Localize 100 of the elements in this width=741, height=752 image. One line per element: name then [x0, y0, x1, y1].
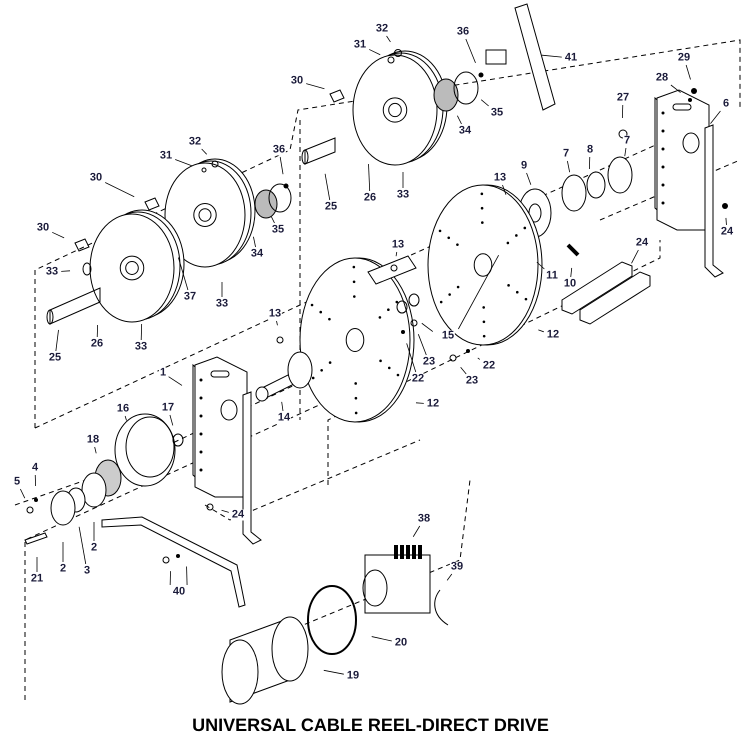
leader-line — [20, 488, 26, 499]
leader-line — [55, 330, 59, 352]
diagram-title: UNIVERSAL CABLE REEL-DIRECT DRIVE — [191, 714, 550, 737]
leader-line — [186, 566, 188, 586]
callout-number: 19 — [346, 670, 360, 682]
leader-line — [201, 148, 208, 155]
leader-line — [368, 164, 370, 192]
leader-line — [78, 526, 86, 564]
callout-number: 31 — [352, 40, 368, 50]
callout-number: 3 — [82, 566, 92, 576]
leader-line — [480, 99, 490, 106]
leader-line — [421, 322, 434, 332]
leader-line — [624, 148, 626, 157]
leader-line — [465, 38, 476, 64]
callout-number: 1 — [158, 368, 168, 378]
callout-number: 27 — [616, 92, 630, 104]
leader-line — [396, 252, 398, 257]
leader-line — [52, 232, 65, 238]
callout-number: 33 — [44, 266, 60, 278]
callout-number: 33 — [214, 298, 230, 310]
leader-line — [406, 343, 416, 372]
leader-line — [170, 570, 171, 586]
callout-number: 2 — [90, 542, 98, 554]
leader-line — [306, 83, 325, 90]
leader-line — [270, 216, 275, 224]
callout-number: 24 — [230, 510, 246, 520]
callout-number: 29 — [676, 52, 692, 64]
callout-number: 34 — [458, 126, 472, 136]
leader-line — [221, 510, 230, 513]
callout-number: 23 — [464, 376, 480, 386]
callout-number: 35 — [270, 224, 286, 236]
callout-number: 26 — [362, 192, 378, 204]
leader-line — [168, 376, 182, 386]
callout-number: 10 — [562, 278, 578, 290]
callout-number: 7 — [562, 148, 570, 160]
leader-line — [670, 84, 681, 93]
leader-line — [178, 257, 188, 290]
callout-number: 22 — [482, 360, 496, 372]
callout-number: 36 — [272, 144, 286, 156]
callout-number: 30 — [36, 222, 50, 234]
callout-number: 25 — [324, 202, 338, 212]
leader-line — [124, 416, 127, 421]
leader-line — [710, 110, 721, 124]
callout-number: 24 — [720, 226, 734, 238]
leader-line — [542, 54, 562, 58]
leader-line — [446, 574, 452, 581]
leader-line — [281, 401, 284, 412]
leader-line — [570, 268, 572, 278]
callout-number: 7 — [622, 136, 632, 146]
callout-number: 24 — [634, 238, 650, 248]
callout-number: 9 — [520, 160, 528, 172]
callout-number: 30 — [290, 76, 304, 86]
leader-line — [280, 156, 284, 175]
leader-line — [368, 49, 381, 56]
callout-number: 38 — [416, 514, 432, 524]
leader-line — [567, 160, 570, 173]
callout-number: 31 — [158, 150, 174, 162]
callout-number: 15 — [440, 330, 456, 342]
callout-number: 33 — [396, 190, 410, 200]
leader-line — [36, 556, 38, 572]
callout-number: 2 — [58, 564, 68, 574]
callout-number: 11 — [545, 270, 559, 282]
leader-line — [536, 262, 545, 270]
leader-line — [502, 184, 506, 196]
leader-line — [526, 172, 532, 186]
leader-line — [276, 320, 278, 326]
callout-number: 8 — [586, 144, 594, 156]
leader-line — [34, 474, 36, 486]
leader-line — [418, 334, 427, 356]
callout-number: 33 — [134, 342, 148, 352]
leader-line — [538, 330, 544, 332]
callout-number: 18 — [86, 434, 100, 446]
leader-line — [458, 254, 500, 330]
callout-number: 20 — [394, 638, 408, 648]
leader-line — [324, 173, 330, 200]
leader-line — [140, 324, 142, 340]
leader-line — [588, 156, 590, 170]
callout-number: 41 — [564, 52, 578, 64]
callout-number: 6 — [722, 98, 730, 110]
callout-number: 13 — [390, 240, 406, 250]
leader-line — [60, 270, 70, 272]
leader-line — [402, 172, 404, 188]
callout-number: 25 — [48, 352, 62, 364]
callout-number: 23 — [422, 356, 436, 368]
leader-line — [170, 414, 174, 426]
callout-number: 37 — [182, 292, 198, 302]
callout-number: 32 — [374, 24, 390, 34]
callout-number: 21 — [30, 574, 44, 584]
leader-line — [104, 182, 135, 198]
callout-number: 5 — [12, 476, 22, 488]
leader-line — [253, 236, 256, 248]
callout-number: 40 — [172, 586, 186, 598]
leader-line — [622, 104, 624, 118]
leader-line — [416, 402, 424, 404]
leader-line — [456, 115, 462, 124]
callout-number: 32 — [188, 136, 202, 148]
callout-number: 4 — [30, 462, 40, 474]
callout-number: 12 — [546, 330, 560, 340]
leader-line — [477, 358, 480, 360]
callout-number: 28 — [654, 72, 670, 84]
